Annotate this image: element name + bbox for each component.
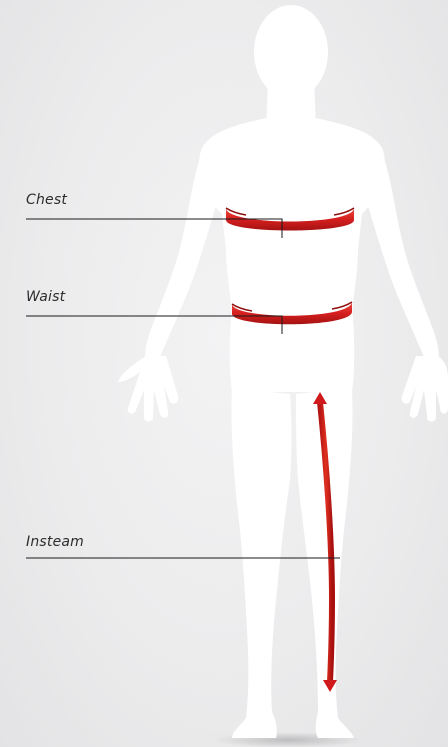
insteam-label: Insteam (26, 534, 84, 550)
body-silhouette (118, 5, 448, 738)
chest-label: Chest (26, 192, 67, 208)
waist-label: Waist (26, 289, 65, 305)
